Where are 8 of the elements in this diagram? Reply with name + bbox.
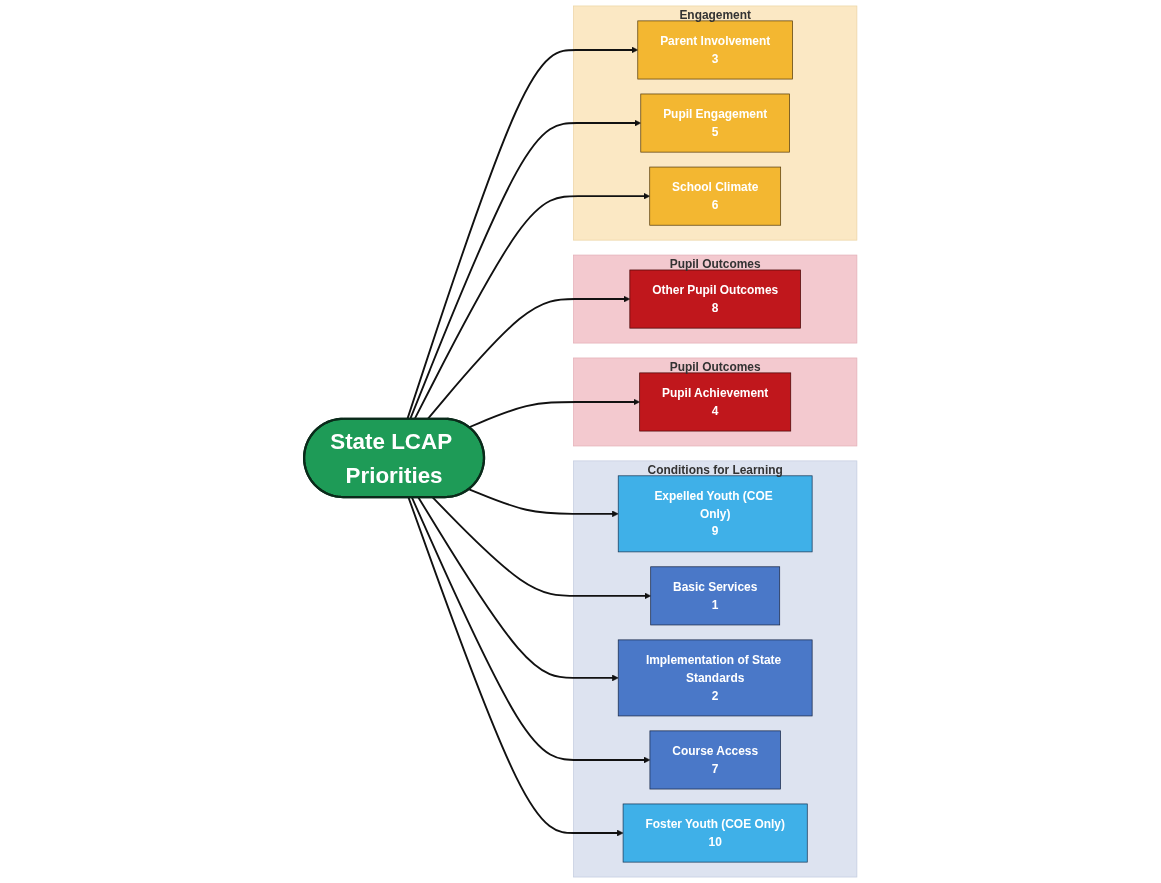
node-box: Course Access 7 — [649, 730, 781, 790]
node-box: Basic Services 1 — [650, 566, 781, 626]
node-box: Foster Youth (COE Only) 10 — [622, 803, 808, 863]
arrow — [468, 488, 619, 518]
node-box: Pupil Engagement 5 — [640, 93, 790, 153]
node-box: School Climate 6 — [649, 166, 782, 226]
node-box: Implementation of State Standards 2 — [617, 639, 813, 717]
arrow — [468, 398, 640, 429]
